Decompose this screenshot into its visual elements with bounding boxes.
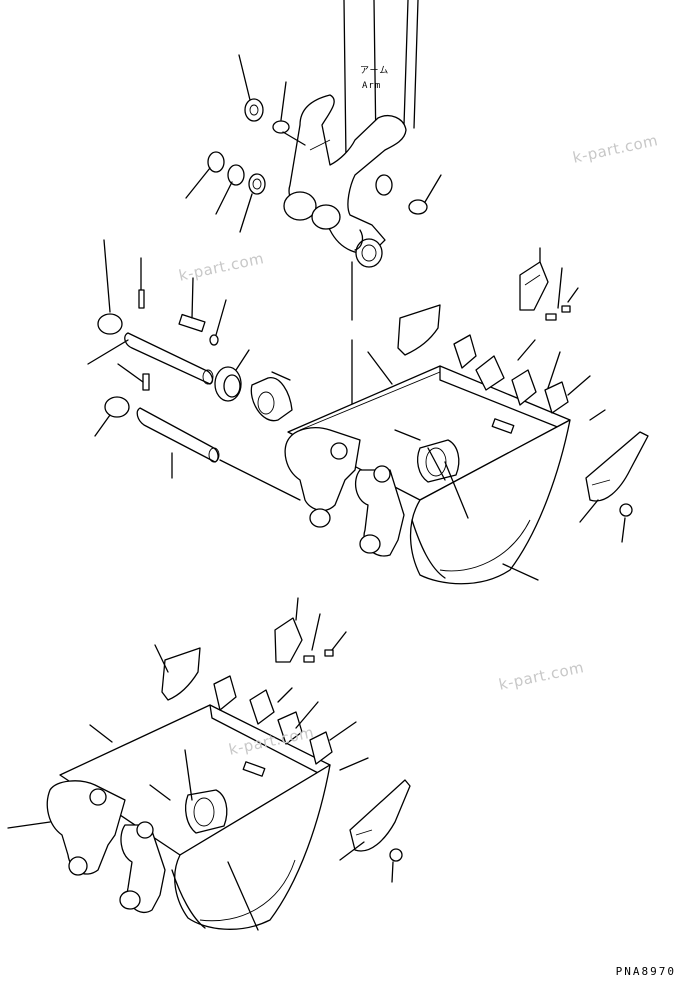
- arm-pin-hardware: [185, 54, 442, 233]
- bucket-lower: [7, 597, 411, 931]
- drawing-code: PNA8970: [615, 965, 676, 978]
- pins-left: [87, 239, 301, 501]
- arm-label-en: Arm: [362, 81, 382, 91]
- arm-assembly: [283, 0, 419, 431]
- bucket-upper: [284, 247, 649, 585]
- arm-label-jp: アーム: [360, 66, 390, 76]
